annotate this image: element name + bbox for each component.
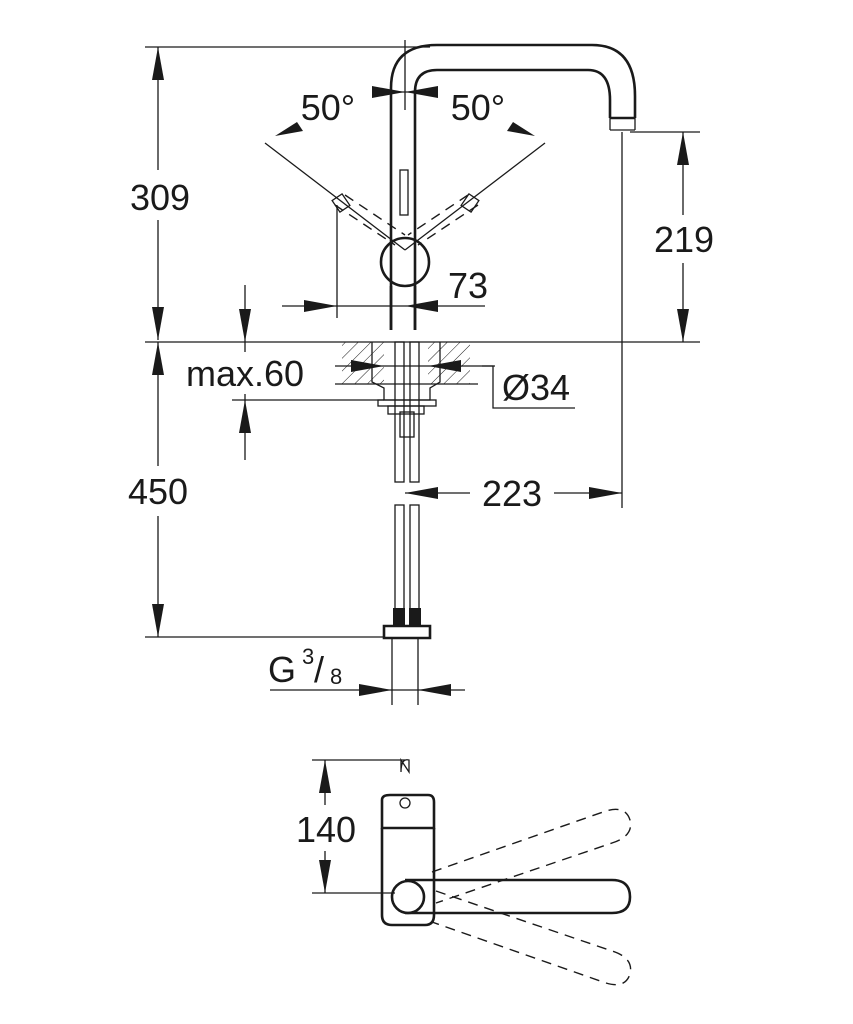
dimension-450: 450 bbox=[115, 342, 384, 638]
dim-max60-label: max.60 bbox=[186, 353, 304, 394]
dim-219-label: 219 bbox=[654, 219, 714, 260]
dimension-thread: G 3 / 8 bbox=[268, 644, 465, 696]
supply-hoses bbox=[382, 341, 432, 705]
thread-numerator: 3 bbox=[302, 644, 314, 669]
top-view: 140 bbox=[290, 757, 632, 986]
lever-handle-positions bbox=[331, 192, 480, 246]
dimension-max60: max.60 bbox=[175, 285, 384, 460]
dim-223-label: 223 bbox=[482, 473, 542, 514]
dimension-219: 219 bbox=[630, 131, 720, 342]
thread-g-label: G bbox=[268, 649, 296, 690]
dimension-73: 73 bbox=[282, 205, 488, 318]
dim-diameter-label: Ø34 bbox=[502, 367, 570, 408]
dimension-223: 223 bbox=[405, 468, 622, 514]
dim-309-label: 309 bbox=[130, 177, 190, 218]
thread-denominator: 8 bbox=[330, 664, 342, 689]
dim-450-label: 450 bbox=[128, 471, 188, 512]
angle-left-label: 50° bbox=[301, 87, 355, 128]
spout bbox=[389, 43, 637, 508]
angle-right-label: 50° bbox=[451, 87, 505, 128]
dimension-309: 309 bbox=[115, 46, 430, 340]
dim-140-label: 140 bbox=[296, 809, 356, 850]
lever-angle-dimension: 50° 50° bbox=[264, 40, 546, 251]
thread-slash: / bbox=[314, 649, 324, 690]
countertop-section bbox=[335, 342, 478, 415]
dim-73-label: 73 bbox=[448, 265, 488, 306]
dimension-diameter-34: Ø34 bbox=[335, 360, 575, 409]
handle-body bbox=[379, 236, 431, 330]
